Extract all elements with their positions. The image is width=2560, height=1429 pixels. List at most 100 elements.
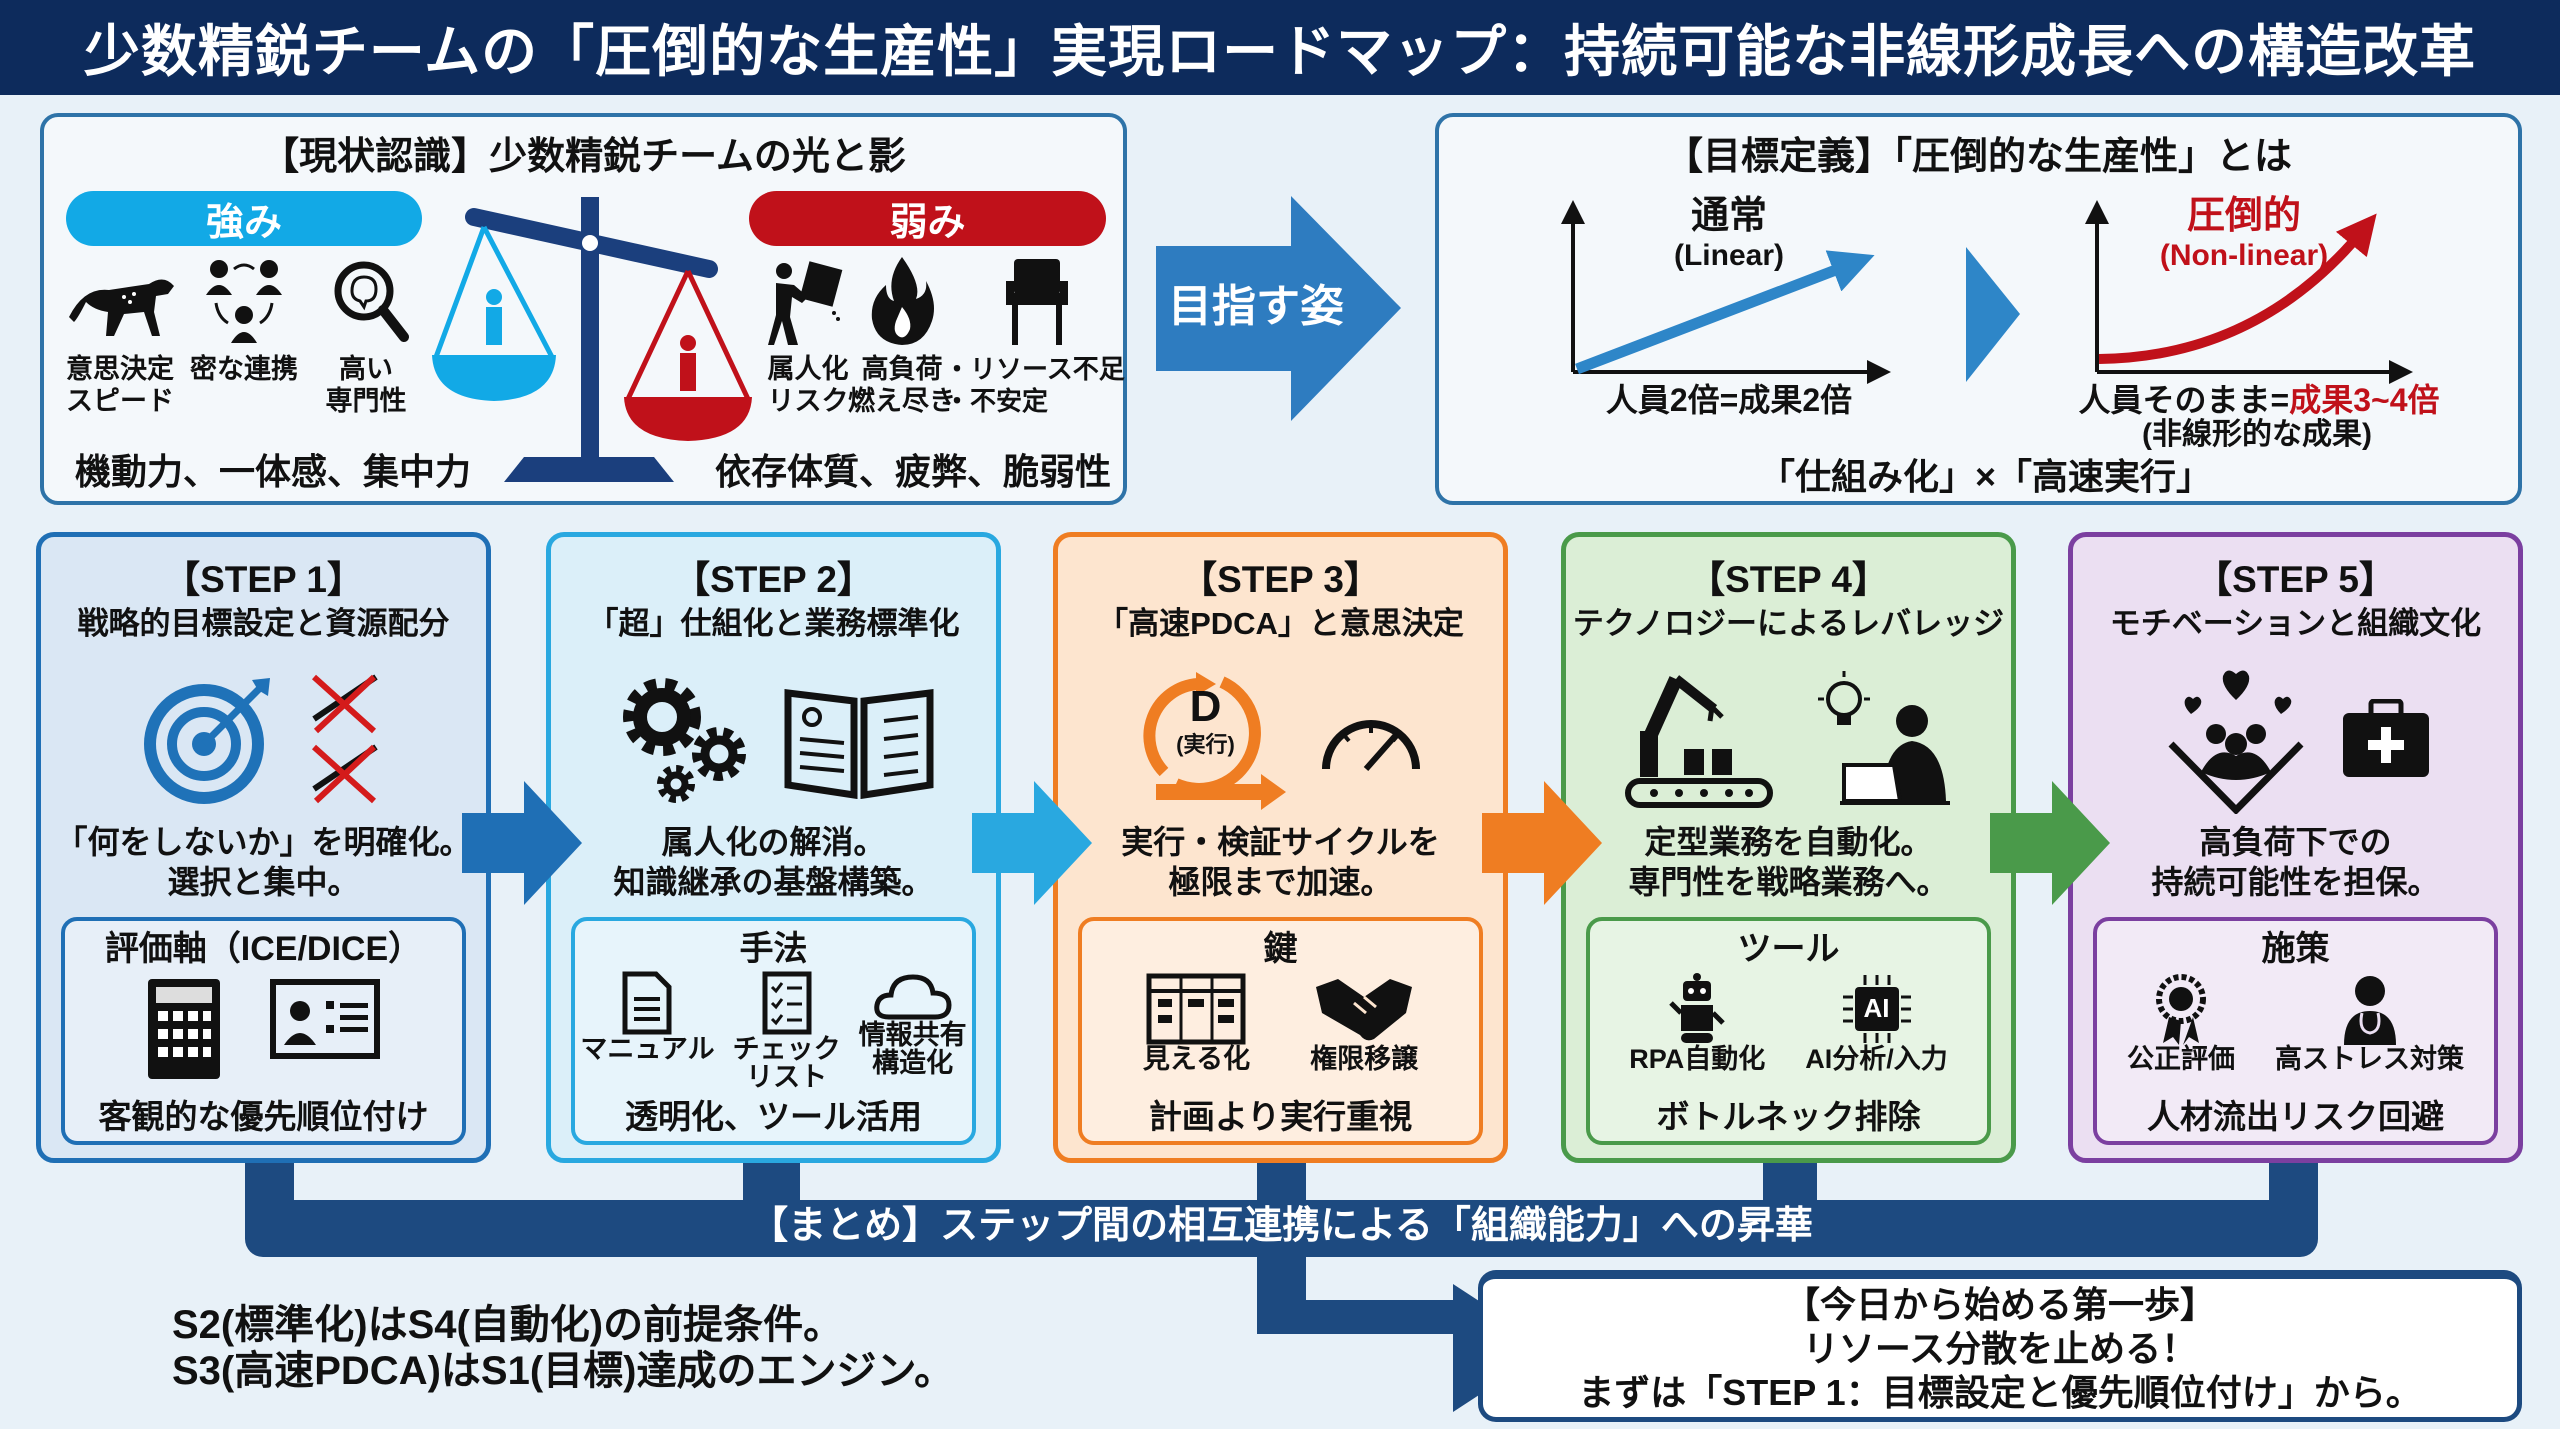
chevron-icon: [1966, 247, 2020, 382]
award-medal-icon: [2156, 974, 2206, 1045]
step-detail-box: 手法 マニュアル チェックリスト 情報共有構造化 透明化、ツール活用: [571, 917, 976, 1145]
summary-note: S2(標準化)はS4(自動化)の前提条件。: [172, 1303, 844, 1347]
cycle-label: (実行): [1176, 732, 1235, 757]
nonlinear-growth-arrow: [2098, 213, 2377, 364]
overwhelming-caption: 人員そのまま=成果3~4倍: [2078, 382, 2440, 418]
detail-label: ツール: [1737, 930, 1840, 968]
weaknesses-label: 弱み: [749, 191, 1106, 246]
nonlinear-chart-axes: [2085, 200, 2413, 384]
strengths-label: 強み: [66, 191, 422, 246]
overwhelming-title: 圧倒的: [2186, 195, 2301, 237]
goal-panel: 【目標定義】「圧倒的な生産性」とは 通常 (Linear) 圧倒的 (Non-l…: [1435, 113, 2522, 505]
pdca-cycle-icon: D (実行): [1136, 664, 1296, 814]
target-icon: [143, 678, 270, 804]
empty-chair-icon: [1006, 259, 1068, 345]
normal-subtitle: (Linear): [1673, 239, 1784, 272]
strengths-summary: 機動力、一体感、集中力: [74, 451, 472, 492]
goal-arrow-label: 目指す姿: [1168, 282, 1344, 331]
measure-stress-care: 高ストレス対策: [2275, 973, 2464, 1073]
person-carrying-box-icon: [768, 261, 843, 345]
linear-chart-axes: [1561, 200, 1891, 384]
goal-heading: 【目標定義】「圧倒的な生産性」とは: [1664, 136, 2292, 178]
kanban-board-icon: [1146, 973, 1246, 1045]
step-title: 戦略的目標設定と資源配分: [77, 606, 450, 641]
gears-icon: [622, 678, 746, 803]
step-description: 「何をしないか」を明確化。選択と集中。: [55, 824, 472, 900]
step-title: 「超」仕組化と業務標準化: [587, 606, 960, 641]
key-delegation: 権限移譲: [1310, 973, 1418, 1073]
detail-footer: 客観的な優先順位付け: [98, 1098, 429, 1135]
band-gap: [294, 1160, 743, 1200]
flame-icon: [871, 257, 934, 345]
cheetah-icon: [69, 279, 174, 336]
step-number: 【STEP 4】: [1688, 559, 1889, 600]
step-description: 高負荷下での持続可能性を担保。: [2151, 824, 2440, 900]
goal-arrow: [1156, 196, 1401, 421]
method-checklist: チェックリスト: [733, 971, 841, 1091]
linear-growth-arrow: [1575, 250, 1875, 375]
first-step-box: 【今日から始める第一歩】 リソース分散を止める！ まずは「STEP 1：目標設定…: [1478, 1270, 2522, 1422]
cloud-icon: [873, 974, 952, 1020]
step-title: モチベーションと組織文化: [2109, 606, 2482, 641]
doctor-icon: [2343, 976, 2396, 1045]
goal-formula: 「仕組み化」×「高速実行」: [1759, 456, 2213, 497]
overwhelming-note: (非線形的な成果): [2142, 418, 2372, 451]
open-book-icon: [784, 689, 933, 799]
summary-note: S3(高速PDCA)はS1(目標)達成のエンジン。: [172, 1349, 955, 1393]
method-manual: マニュアル: [580, 971, 715, 1063]
first-aid-kit-icon: [2342, 699, 2429, 777]
rejected-arrows-icon: [311, 674, 378, 804]
step-5-card: 【STEP 5】 モチベーションと組織文化 高負荷下での持続可能性を担保。 施策…: [2068, 532, 2523, 1163]
band-gap: [800, 1160, 1257, 1200]
step-number: 【STEP 1】: [163, 559, 364, 600]
brain-magnifier-icon: [334, 261, 409, 342]
step-title: テクノロジーによるレバレッジ: [1572, 606, 2005, 641]
band-gap: [1306, 1160, 1763, 1200]
document-icon: [622, 971, 672, 1035]
handshake-icon: [1316, 979, 1413, 1041]
profile-card-icon: [269, 979, 380, 1059]
cycle-letter: D: [1189, 682, 1222, 731]
summary-notes: S2(標準化)はS4(自動化)の前提条件。 S3(高速PDCA)はS1(目標)達…: [172, 1302, 954, 1394]
step-3-to-4-arrow: [1482, 781, 1602, 905]
detail-footer: 透明化、ツール活用: [625, 1098, 922, 1135]
tool-rpa: RPA自動化: [1629, 973, 1765, 1073]
detail-label: 評価軸（ICE/DICE）: [104, 930, 423, 968]
first-step-heading: 【今日から始める第一歩】: [1783, 1284, 2216, 1325]
detail-footer: 計画より実行重視: [1148, 1098, 1413, 1135]
current-state-heading: 【現状認識】少数精鋭チームの光と影: [261, 136, 906, 178]
step-2-card: 【STEP 2】 「超」仕組化と業務標準化 属人化の解消。知識継承の基盤構築。 …: [546, 532, 1001, 1163]
detail-label: 施策: [2261, 930, 2330, 968]
detail-footer: 人材流出リスク回避: [2147, 1098, 2444, 1135]
page-title: 少数精鋭チームの「圧倒的な生産性」実現ロードマップ：持続可能な非線形成長への構造…: [0, 0, 2560, 95]
step-number: 【STEP 2】: [673, 559, 874, 600]
step-1-to-2-arrow: [462, 781, 582, 905]
band-gap: [1817, 1160, 2269, 1200]
step-1-card: 【STEP 1】 戦略的目標設定と資源配分 「何をしないか」を明確化。選択と集中…: [36, 532, 491, 1163]
measure-fair-evaluation: 公正評価: [2127, 973, 2235, 1073]
detail-footer: ボトルネック排除: [1656, 1098, 1921, 1135]
step-number: 【STEP 5】: [2195, 559, 2396, 600]
weakness-item-label: ・リソース不足・不安定: [944, 354, 1125, 416]
detail-label: 鍵: [1263, 930, 1298, 968]
step-3-card: 【STEP 3】 「高速PDCA」と意思決定 D (実行) 実行・検証サイクルを…: [1053, 532, 1508, 1163]
first-step-line: まずは「STEP 1：目標設定と優先順位付け」から。: [1578, 1372, 2422, 1413]
strength-item-label: 高い専門性: [325, 354, 407, 416]
checklist-icon: [762, 971, 812, 1035]
normal-title: 通常: [1690, 195, 1767, 237]
ai-chip-icon: AI: [1841, 973, 1913, 1045]
method-info-sharing: 情報共有構造化: [859, 971, 967, 1077]
strength-item-label: 意思決定スピード: [66, 354, 174, 416]
first-step-arrow: [1257, 1257, 1551, 1412]
overwhelming-subtitle: (Non-linear): [2159, 239, 2329, 272]
team-icon: [206, 260, 282, 343]
weakness-item-label: 属人化リスク: [767, 354, 849, 416]
team-hearts-icon: [2168, 670, 2303, 814]
step-number: 【STEP 3】: [1180, 559, 1381, 600]
step-4-card: 【STEP 4】 テクノロジーによるレバレッジ 定型業務を自動化。専門性を戦略業…: [1561, 532, 2016, 1163]
growth-charts: [1561, 200, 2413, 384]
speedometer-icon: [1321, 720, 1420, 771]
calculator-icon: [147, 979, 220, 1079]
